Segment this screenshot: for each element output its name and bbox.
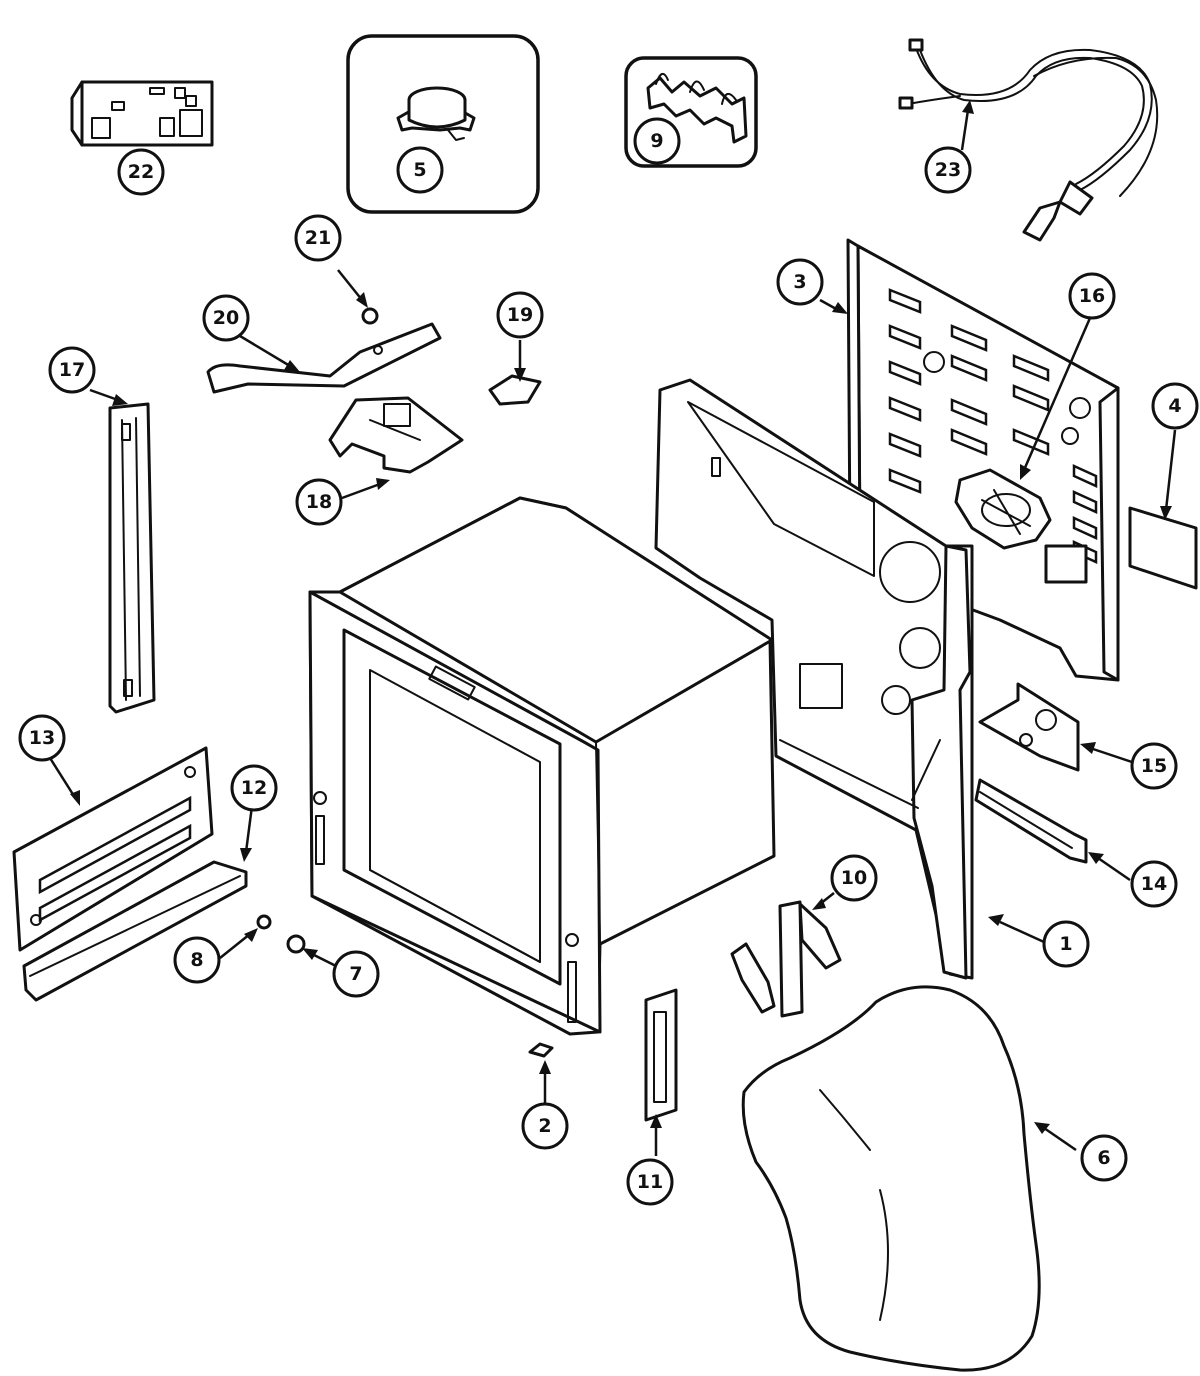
callout-4-label: 4 <box>1168 395 1181 417</box>
callout-20-label: 20 <box>213 307 239 329</box>
callout-3: 3 <box>776 258 824 306</box>
callout-22: 22 <box>117 148 165 196</box>
callout-5-label: 5 <box>413 159 426 181</box>
callout-22-label: 22 <box>128 161 154 183</box>
callout-5: 5 <box>396 146 444 194</box>
latch-handle-part <box>206 322 442 394</box>
side-rail-part <box>974 778 1088 864</box>
callout-8-label: 8 <box>190 949 203 971</box>
thermal-cutoff-part <box>346 34 540 214</box>
callout-6-label: 6 <box>1097 1147 1110 1169</box>
vertical-trim-part <box>108 402 156 714</box>
callout-21: 21 <box>294 214 342 262</box>
power-cord-part <box>898 38 1159 242</box>
callout-13: 13 <box>18 714 66 762</box>
callout-2: 2 <box>521 1102 569 1150</box>
callout-18: 18 <box>295 478 343 526</box>
callout-20: 20 <box>202 294 250 342</box>
screw-8-part <box>256 914 272 930</box>
callout-16: 16 <box>1068 272 1116 320</box>
callout-17: 17 <box>48 346 96 394</box>
callout-11-label: 11 <box>637 1171 663 1193</box>
screw-21-part <box>361 307 379 325</box>
callout-3-label: 3 <box>793 271 806 293</box>
callout-19-label: 19 <box>507 304 533 326</box>
callout-9: 9 <box>633 117 681 165</box>
callout-15-label: 15 <box>1141 755 1167 777</box>
callout-14-label: 14 <box>1141 873 1167 895</box>
side-panel-part <box>654 378 974 980</box>
callout-9-label: 9 <box>650 130 663 152</box>
callout-10-label: 10 <box>841 867 867 889</box>
callout-7-label: 7 <box>349 963 362 985</box>
trim-panel-part <box>12 746 214 952</box>
insulation-blanket-part <box>741 985 1041 1372</box>
latch-assembly-part <box>328 396 464 474</box>
hinge-part <box>730 900 842 1018</box>
callout-1-label: 1 <box>1059 933 1072 955</box>
callout-13-label: 13 <box>29 727 55 749</box>
cover-plate-part <box>1128 506 1198 590</box>
door-switch-part <box>488 374 542 406</box>
callout-21-label: 21 <box>305 227 331 249</box>
bushing-7-part <box>286 934 306 954</box>
callout-6: 6 <box>1080 1134 1128 1182</box>
callout-15: 15 <box>1130 742 1178 790</box>
control-board-part <box>70 80 214 147</box>
panel-vent-slots <box>888 288 1098 564</box>
callout-4: 4 <box>1151 382 1199 430</box>
hinge-receiver-part <box>644 988 678 1122</box>
callout-16-label: 16 <box>1079 285 1105 307</box>
callout-18-label: 18 <box>306 491 332 513</box>
callout-12-label: 12 <box>241 777 267 799</box>
leader-lines <box>48 100 1177 1156</box>
screw-2-part <box>528 1042 554 1058</box>
callout-8: 8 <box>173 936 221 984</box>
callout-17-label: 17 <box>59 359 85 381</box>
fan-motor-part <box>954 468 1052 550</box>
callout-7: 7 <box>332 950 380 998</box>
callout-23-label: 23 <box>935 159 961 181</box>
bottom-rail-part <box>22 860 248 1002</box>
callout-11: 11 <box>626 1158 674 1206</box>
callout-1: 1 <box>1042 920 1090 968</box>
callout-10: 10 <box>830 854 878 902</box>
mounting-bracket-part <box>978 682 1080 772</box>
callout-19: 19 <box>496 291 544 339</box>
callout-23: 23 <box>924 146 972 194</box>
oven-cavity-part <box>308 496 776 1036</box>
callout-2-label: 2 <box>538 1115 551 1137</box>
callout-14: 14 <box>1130 860 1178 908</box>
callout-12: 12 <box>230 764 278 812</box>
